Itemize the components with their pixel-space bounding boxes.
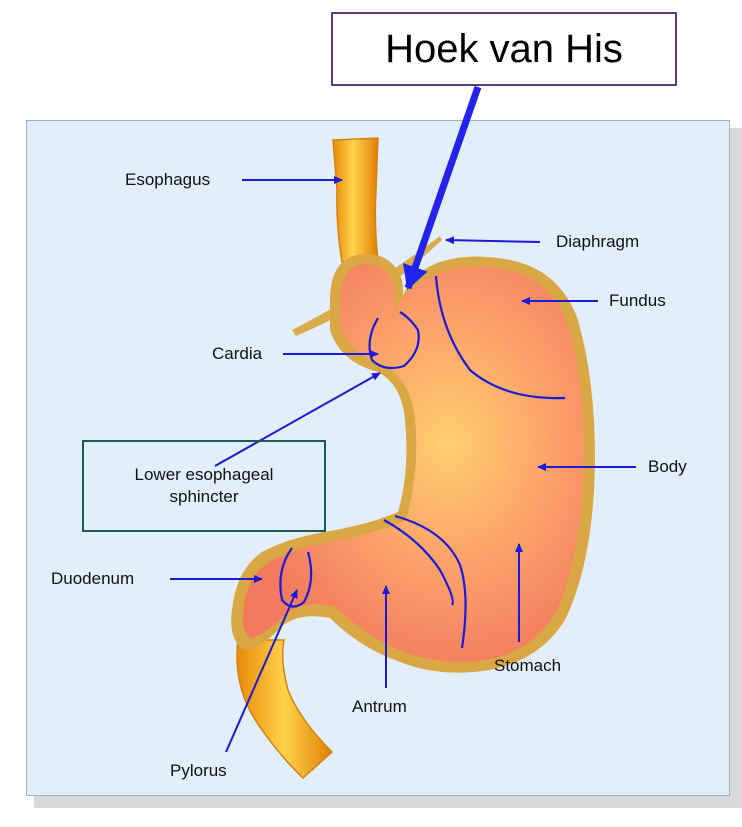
hoek-van-his-title-box: Hoek van His [331,12,677,86]
lower-esophageal-sphincter-box: Lower esophageal sphincter [82,440,326,532]
label-les-line2: sphincter [170,486,239,508]
label-fundus: Fundus [609,291,666,311]
label-cardia: Cardia [212,344,262,364]
label-pylorus: Pylorus [170,761,227,781]
duodenum-tail-shape [237,640,332,778]
label-antrum: Antrum [352,697,407,717]
label-stomach: Stomach [494,656,561,676]
page-title: Hoek van His [385,27,623,72]
label-les-line1: Lower esophageal [135,464,274,486]
esophagus-shape [333,138,378,262]
label-esophagus: Esophagus [125,170,210,190]
label-diaphragm: Diaphragm [556,232,639,252]
label-duodenum: Duodenum [51,569,134,589]
label-body: Body [648,457,687,477]
diaphragm-arrow [446,240,540,242]
